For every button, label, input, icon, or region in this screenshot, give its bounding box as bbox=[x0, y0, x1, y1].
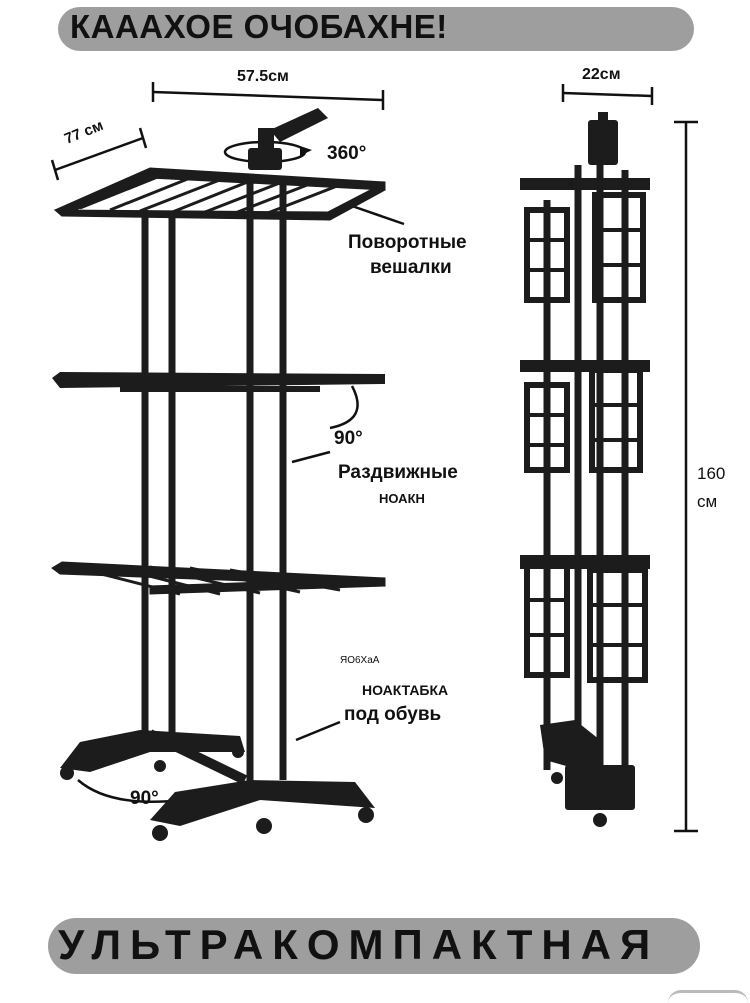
height-value-label: 160 bbox=[697, 464, 726, 483]
rotation-label: 360° bbox=[327, 143, 367, 164]
folded-base bbox=[540, 720, 635, 827]
footer-title: УЛЬТРАКОМПАКТНАЯ bbox=[58, 921, 660, 968]
folded-depth-dimension-line bbox=[561, 84, 654, 105]
height-dimension-line bbox=[674, 120, 698, 833]
rotating-hangers-line2: вешалки bbox=[370, 257, 452, 278]
shelf-lower bbox=[51, 561, 386, 596]
width-label: 57.5см bbox=[237, 68, 289, 85]
pointer-line-sliding bbox=[291, 450, 331, 464]
footer-banner bbox=[48, 918, 700, 974]
tiny-note: ЯО6ХаА bbox=[340, 655, 380, 666]
main-base bbox=[60, 729, 375, 841]
width-dimension-line bbox=[151, 82, 385, 110]
depth-dimension-line bbox=[50, 127, 148, 181]
pointer-line-shelf bbox=[295, 720, 341, 742]
shoe-shelf-line1: НОАКТАБКА bbox=[362, 682, 449, 698]
sliding-line1: Раздвижные bbox=[338, 462, 458, 483]
folded-depth-label: 22см bbox=[582, 66, 621, 83]
header-banner bbox=[58, 7, 694, 51]
top-rotator bbox=[248, 108, 328, 170]
pointer-line-rotating bbox=[351, 204, 405, 226]
arc-90-wings bbox=[329, 385, 359, 430]
folded-shelf-bands bbox=[520, 178, 650, 569]
angle-wings-label: 90° bbox=[334, 428, 363, 449]
sliding-line2: НОАКН bbox=[379, 491, 425, 506]
rotating-hangers-line1: Поворотные bbox=[348, 232, 467, 253]
shoe-shelf-line2: под обувь bbox=[344, 704, 442, 725]
height-unit-label: см bbox=[697, 492, 718, 511]
folded-wing-bars bbox=[530, 228, 642, 647]
shelf-top bbox=[53, 167, 387, 221]
folded-poles bbox=[543, 150, 629, 800]
folded-top-rotator bbox=[588, 112, 618, 165]
rotation-arrowhead bbox=[300, 146, 312, 156]
shelf-middle bbox=[52, 372, 385, 392]
angle-base-label: 90° bbox=[130, 788, 159, 809]
main-poles bbox=[141, 180, 287, 790]
bottom-edge-decoration bbox=[668, 990, 748, 1003]
header-title: КАААХОЕ ОЧОБАХНЕ! bbox=[70, 8, 448, 45]
folded-wings bbox=[524, 192, 648, 683]
